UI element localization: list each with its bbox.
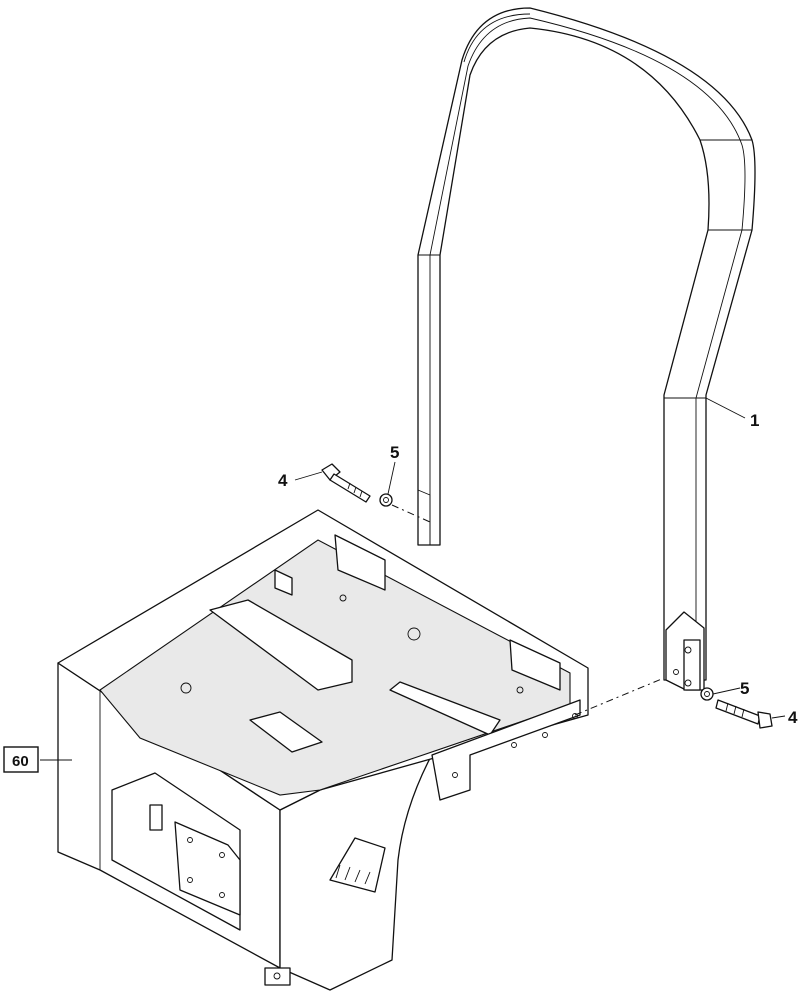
leader-5-right xyxy=(712,687,741,695)
leader-5-left xyxy=(387,461,396,495)
bolt-left xyxy=(321,463,371,503)
washer-left xyxy=(379,493,393,507)
callout-60: 60 xyxy=(12,753,29,770)
callout-4-left: 4 xyxy=(278,471,288,490)
callout-1: 1 xyxy=(750,411,759,430)
callout-4-right: 4 xyxy=(788,708,798,727)
seat-base-frame xyxy=(57,509,589,991)
assembly-line-left xyxy=(391,504,431,523)
assembly-line-right xyxy=(574,677,665,716)
callout-60-box xyxy=(3,746,39,773)
washer-right xyxy=(700,687,714,701)
leader-4-left xyxy=(294,471,323,481)
callout-5-left: 5 xyxy=(390,443,399,462)
callout-5-right: 5 xyxy=(740,679,749,698)
roll-bar xyxy=(417,7,756,691)
leader-1 xyxy=(705,397,746,419)
bolt-right xyxy=(715,699,773,729)
leader-4-right xyxy=(771,715,786,719)
